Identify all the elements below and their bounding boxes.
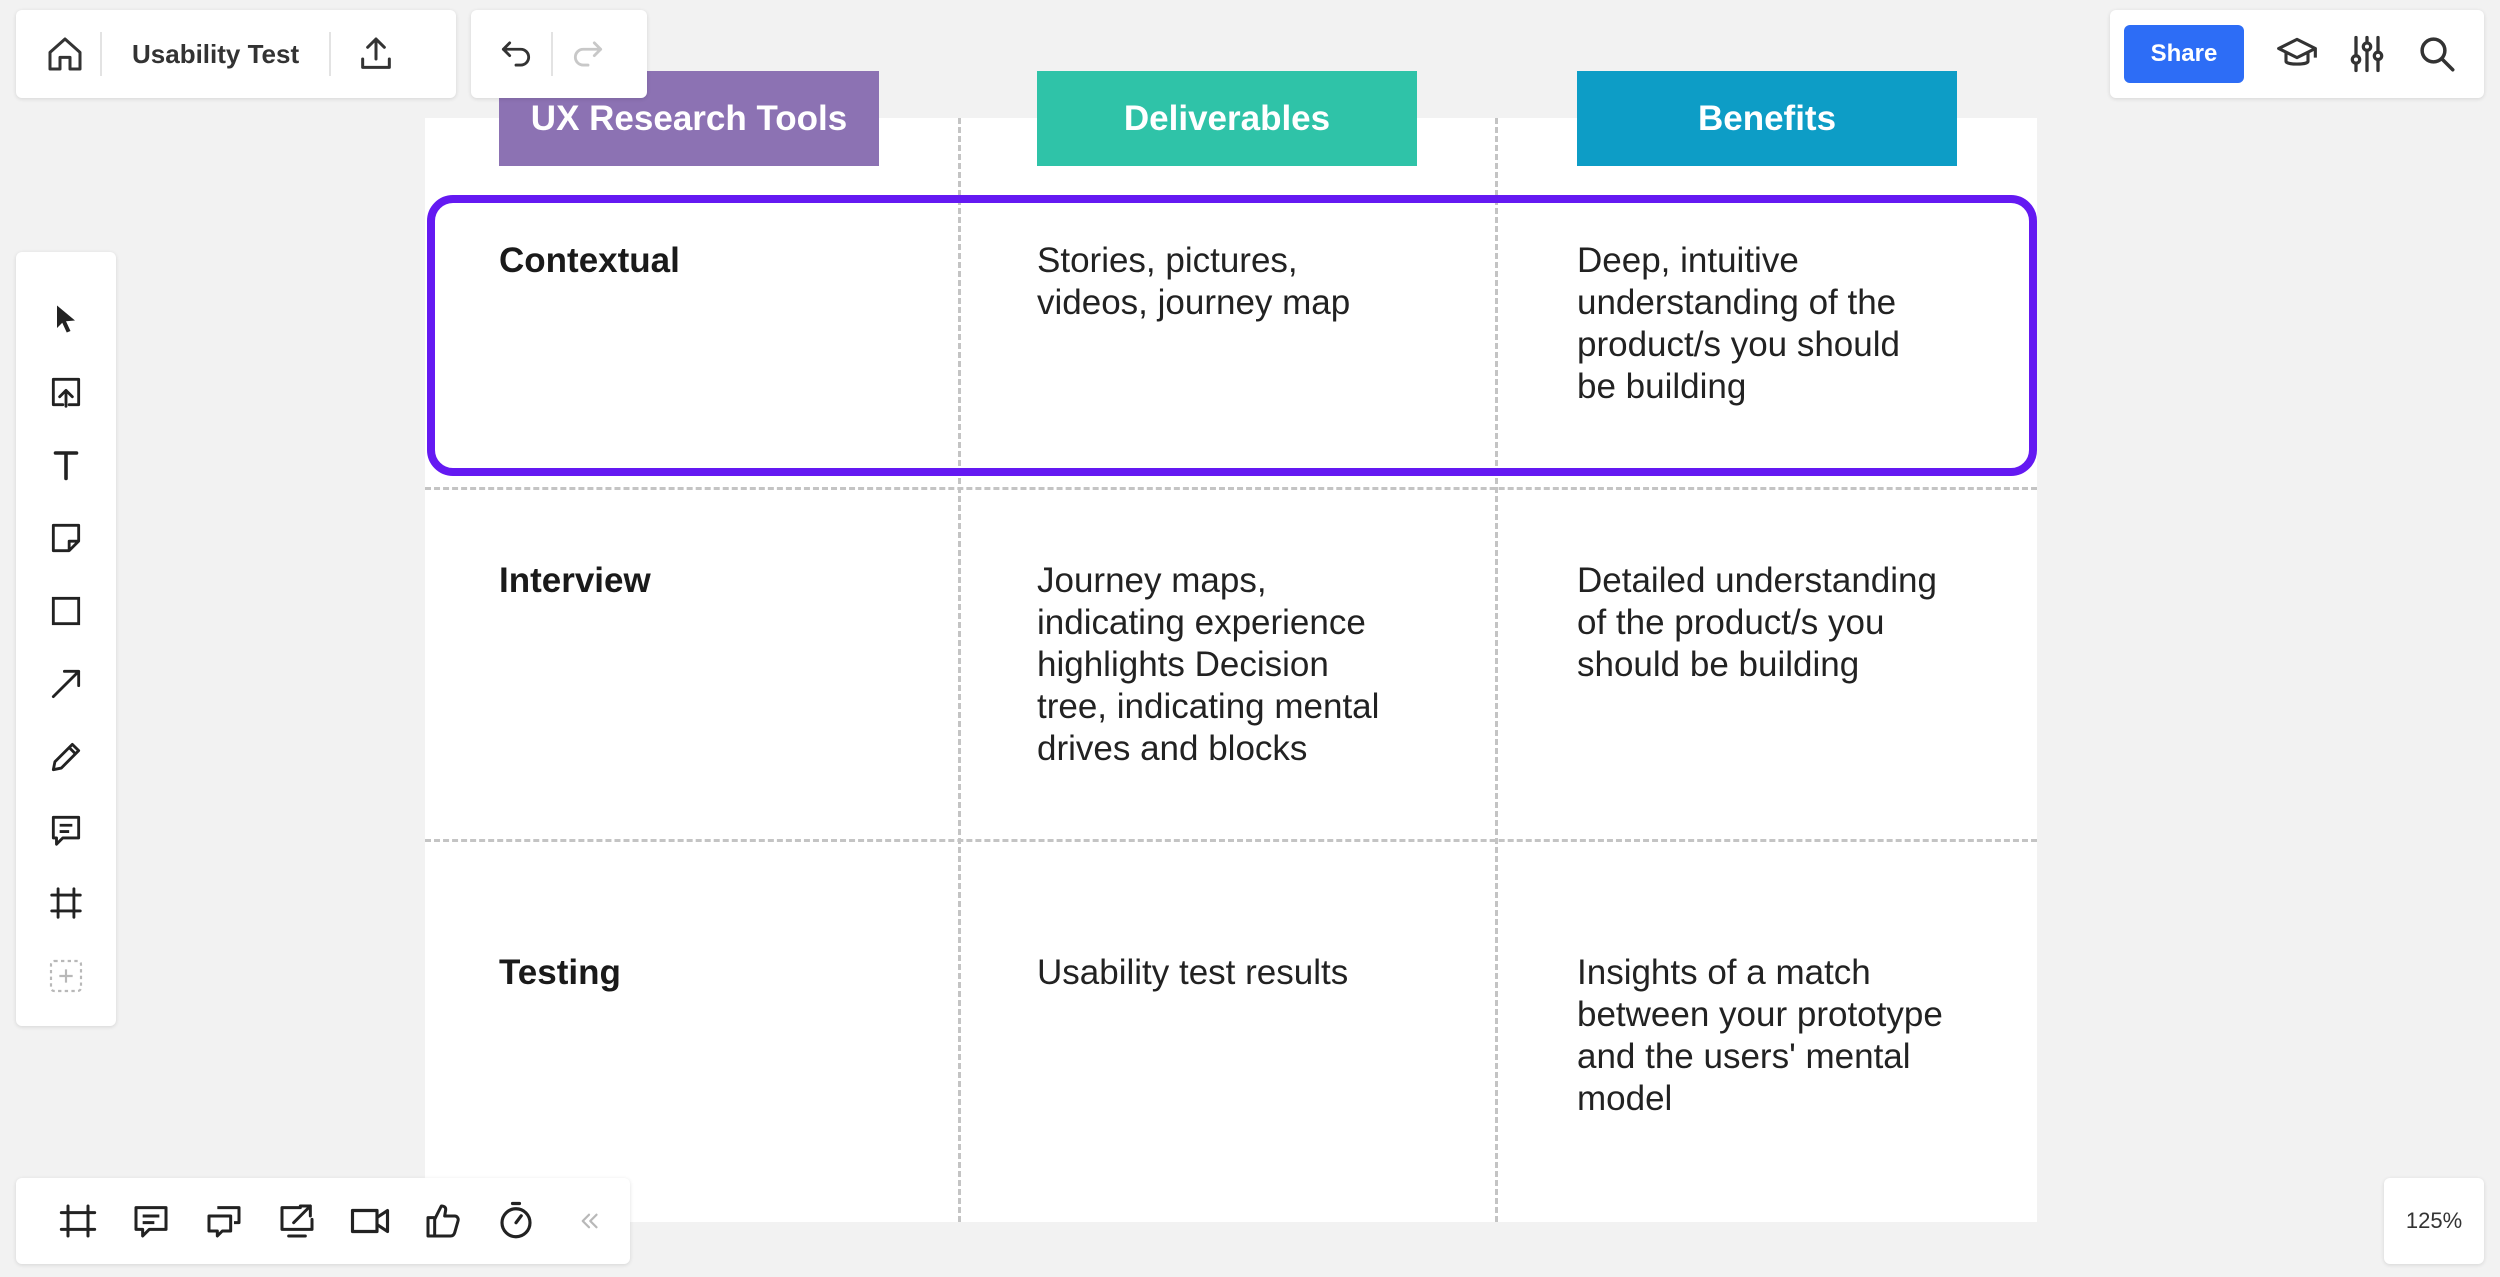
timer-icon[interactable] [479, 1186, 552, 1256]
sticky-note-icon[interactable] [31, 501, 101, 574]
divider [329, 32, 332, 76]
divider [100, 32, 102, 76]
frames-icon[interactable] [41, 1186, 114, 1256]
history-bar [471, 10, 647, 98]
header-deliverables[interactable]: Deliverables [1037, 71, 1417, 166]
comment-icon[interactable] [31, 793, 101, 866]
video-call-icon[interactable] [333, 1186, 406, 1256]
row-tool-interview[interactable]: Interview [499, 561, 651, 600]
column-divider [1495, 118, 1498, 1222]
row-benefits-contextual[interactable]: Deep, intuitive understanding of the pro… [1577, 241, 1900, 406]
row-deliverables-testing[interactable]: Usability test results [1037, 953, 1349, 992]
redo-icon[interactable] [553, 19, 623, 89]
row-deliverables-contextual[interactable]: Stories, pictures, videos, journey map [1037, 241, 1351, 322]
row-tool-testing[interactable]: Testing [499, 953, 621, 992]
row-deliverables-interview[interactable]: Journey maps, indicating experience high… [1037, 561, 1380, 768]
undo-icon[interactable] [481, 19, 551, 89]
share-screen-icon[interactable] [260, 1186, 333, 1256]
arrow-line-icon[interactable] [31, 647, 101, 720]
cards-icon[interactable] [187, 1186, 260, 1256]
board-title[interactable]: Usability Test [132, 38, 300, 69]
upload-icon[interactable] [341, 19, 411, 89]
sliders-icon[interactable] [2332, 19, 2402, 89]
frame-icon[interactable] [31, 866, 101, 939]
select-cursor-icon[interactable] [31, 282, 101, 355]
rectangle-icon[interactable] [31, 574, 101, 647]
header-benefits[interactable]: Benefits [1577, 71, 1957, 166]
row-tool-contextual[interactable]: Contextual [499, 241, 680, 280]
home-icon[interactable] [30, 19, 100, 89]
divider [551, 32, 553, 76]
collapse-icon[interactable] [552, 1186, 625, 1256]
pen-icon[interactable] [31, 720, 101, 793]
row-divider [425, 839, 2037, 842]
left-toolbar [16, 252, 116, 1026]
row-benefits-testing[interactable]: Insights of a match between your prototy… [1577, 953, 1943, 1118]
add-more-icon[interactable] [31, 939, 101, 1012]
top-right-bar: Share [2110, 10, 2484, 98]
selection-outline[interactable] [427, 195, 2037, 476]
share-button[interactable]: Share [2124, 25, 2244, 83]
zoom-level[interactable]: 125% [2384, 1178, 2484, 1264]
vote-icon[interactable] [406, 1186, 479, 1256]
row-benefits-interview[interactable]: Detailed understanding of the product/s … [1577, 561, 1937, 684]
text-icon[interactable] [31, 428, 101, 501]
board-table[interactable] [425, 118, 2037, 1222]
top-left-bar: Usability Test [16, 10, 456, 98]
bottom-toolbar [16, 1178, 630, 1264]
column-divider [958, 118, 961, 1222]
search-icon[interactable] [2402, 19, 2472, 89]
graduation-cap-icon[interactable] [2262, 19, 2332, 89]
upload-frame-icon[interactable] [31, 355, 101, 428]
row-divider [425, 487, 2037, 490]
comments-icon[interactable] [114, 1186, 187, 1256]
